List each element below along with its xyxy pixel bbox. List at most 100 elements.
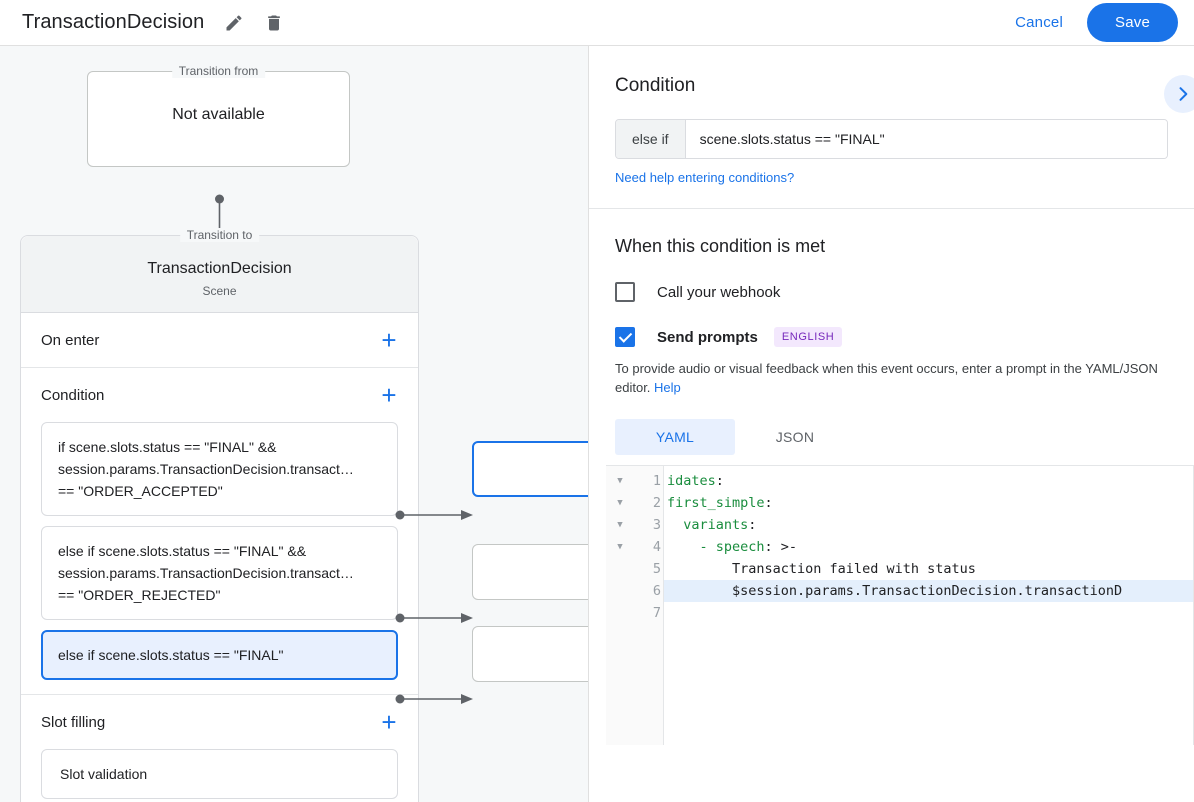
list-item[interactable]: Slot validation <box>41 749 398 799</box>
scene-card: Transition to TransactionDecision Scene … <box>20 228 419 802</box>
help-link[interactable]: Help <box>654 380 681 395</box>
fold-arrow-icon[interactable]: ▼ <box>617 520 623 530</box>
line-number-gutter: 1 2 3 4 5 6 7 <box>634 466 664 745</box>
panel-condition-section: Condition else if Need help entering con… <box>589 46 1194 187</box>
scene-canvas[interactable]: Transition from Not available Transition… <box>0 46 588 802</box>
section-on-enter: On enter + <box>21 313 418 368</box>
condition-line: == "ORDER_ACCEPTED" <box>58 483 223 499</box>
transition-from-legend: Transition from <box>171 64 266 78</box>
add-condition-icon[interactable]: + <box>381 380 397 410</box>
line-number: 1 <box>652 473 661 489</box>
condition-connector-3 <box>395 694 473 704</box>
line-number: 4 <box>652 539 661 555</box>
list-item[interactable]: else if scene.slots.status == "FINAL" &&… <box>41 526 398 620</box>
page-title: TransactionDecision <box>22 11 205 33</box>
code-line: variants: <box>667 517 757 533</box>
top-app-bar: TransactionDecision Cancel Save <box>0 0 1194 46</box>
need-help-link[interactable]: Need help entering conditions? <box>615 170 795 185</box>
scene-name: TransactionDecision <box>147 260 292 277</box>
editor-format-tabs: YAML JSON <box>615 419 1168 455</box>
fold-spacer <box>606 580 634 602</box>
section-header-on-enter: On enter + <box>21 313 418 367</box>
chevron-right-icon[interactable] <box>1164 75 1194 113</box>
language-badge: ENGLISH <box>773 327 843 347</box>
line-number: 5 <box>652 561 661 577</box>
fold-arrow-icon[interactable]: ▼ <box>617 542 623 552</box>
add-slot-filling-icon[interactable]: + <box>381 707 397 737</box>
code-line: - speech: >- <box>667 539 798 555</box>
section-header-slot-filling: Slot filling + <box>21 695 418 749</box>
webhook-row[interactable]: Call your webhook <box>615 282 1168 302</box>
prompts-helper-text: To provide audio or visual feedback when… <box>615 359 1168 397</box>
condition-connector-2 <box>395 613 473 623</box>
target-node-1[interactable] <box>472 441 588 497</box>
fold-spacer <box>606 558 634 580</box>
scene-subtitle: Scene <box>202 284 237 298</box>
line-number: 7 <box>652 605 661 621</box>
send-prompts-label: Send prompts <box>657 328 758 346</box>
condition-line: == "ORDER_REJECTED" <box>58 587 221 603</box>
when-met-heading: When this condition is met <box>615 236 826 256</box>
transition-from-box[interactable]: Transition from Not available <box>87 64 350 167</box>
condition-list: if scene.slots.status == "FINAL" && sess… <box>21 422 418 694</box>
code-line: Transaction failed with status <box>667 561 976 577</box>
section-header-condition: Condition + <box>21 368 418 422</box>
line-number: 3 <box>652 517 661 533</box>
prompts-helper-sentence: To provide audio or visual feedback when… <box>615 361 1158 395</box>
transition-to-legend: Transition to <box>179 228 260 242</box>
transition-to-box[interactable]: Transition to TransactionDecision Scene <box>21 228 418 313</box>
fold-arrow-icon[interactable]: ▼ <box>617 476 623 486</box>
target-node-3[interactable] <box>472 626 588 682</box>
panel-title: Condition <box>615 75 696 96</box>
section-title-condition: Condition <box>41 386 105 404</box>
condition-line: if scene.slots.status == "FINAL" && <box>58 439 277 455</box>
yaml-key: - speech <box>667 539 765 555</box>
yaml-key: idates <box>667 473 716 489</box>
call-webhook-checkbox[interactable] <box>615 282 635 302</box>
send-prompts-row[interactable]: Send prompts ENGLISH <box>615 327 1168 347</box>
condition-line: session.params.TransactionDecision.trans… <box>58 565 354 581</box>
yaml-key: variants <box>667 517 749 533</box>
target-node-2[interactable] <box>472 544 588 600</box>
code-line: first_simple: <box>667 495 773 511</box>
pencil-icon[interactable] <box>218 7 250 39</box>
top-bar-actions: Cancel Save <box>1001 3 1194 42</box>
condition-input-row[interactable]: else if <box>615 119 1168 159</box>
condition-line: session.params.TransactionDecision.trans… <box>58 461 354 477</box>
condition-line: else if scene.slots.status == "FINAL" <box>58 647 284 663</box>
condition-prefix-label: else if <box>616 120 686 158</box>
transition-from-value: Not available <box>172 106 265 123</box>
tab-json[interactable]: JSON <box>775 429 815 445</box>
code-line-highlighted: $session.params.TransactionDecision.tran… <box>664 580 1194 602</box>
yaml-key: first_simple <box>667 495 765 511</box>
cancel-button[interactable]: Cancel <box>1001 5 1077 40</box>
panel-divider <box>589 208 1194 209</box>
call-webhook-label: Call your webhook <box>657 283 781 301</box>
code-area[interactable]: idates: first_simple: variants: - speech… <box>664 466 1194 745</box>
section-slot-filling: Slot filling + Slot validation <box>21 695 418 802</box>
code-line <box>664 602 1194 624</box>
slot-filling-list: Slot validation <box>21 749 418 802</box>
send-prompts-checkbox[interactable] <box>615 327 635 347</box>
list-item[interactable]: if scene.slots.status == "FINAL" && sess… <box>41 422 398 516</box>
tab-yaml[interactable]: YAML <box>615 419 735 455</box>
section-condition: Condition + if scene.slots.status == "FI… <box>21 368 418 695</box>
fold-spacer <box>606 602 634 624</box>
trash-icon[interactable] <box>258 7 290 39</box>
condition-line: else if scene.slots.status == "FINAL" && <box>58 543 307 559</box>
save-button[interactable]: Save <box>1087 3 1178 42</box>
add-on-enter-icon[interactable]: + <box>381 325 397 355</box>
list-item-selected[interactable]: else if scene.slots.status == "FINAL" <box>41 630 398 680</box>
fold-arrow-icon[interactable]: ▼ <box>617 498 623 508</box>
fold-gutter: ▼ ▼ ▼ ▼ <box>606 466 634 745</box>
title-actions <box>218 7 290 39</box>
code-line: idates: <box>667 473 724 489</box>
line-number: 6 <box>652 583 661 599</box>
condition-expression-input[interactable] <box>685 120 1167 158</box>
section-title-slot-filling: Slot filling <box>41 713 106 731</box>
yaml-editor[interactable]: ▼ ▼ ▼ ▼ 1 2 3 4 5 6 7 idates: first_simp… <box>606 465 1194 745</box>
condition-detail-panel: Condition else if Need help entering con… <box>588 46 1194 802</box>
when-condition-met-section: When this condition is met Call your web… <box>589 209 1194 455</box>
condition-connector-1 <box>395 510 473 520</box>
section-title-on-enter: On enter <box>41 331 100 349</box>
